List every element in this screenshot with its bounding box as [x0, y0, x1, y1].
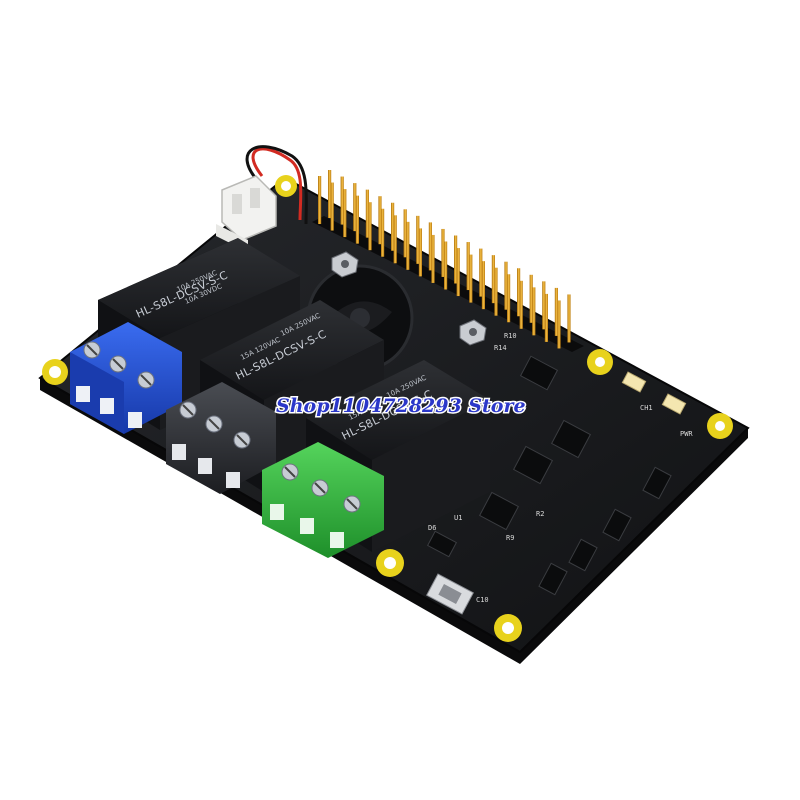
- status-leds: [621, 371, 687, 415]
- header-pin: [355, 195, 359, 244]
- silk-led-ch1: CH1: [640, 404, 653, 412]
- terminal-block-green: [262, 442, 384, 558]
- terminal-block-blue: [70, 322, 182, 434]
- silkscreen-labels: D6 C10 U1 R14 R10 R9 R2 CH1 PWR: [428, 332, 693, 604]
- header-pin: [481, 261, 485, 310]
- header-pin: [416, 215, 420, 264]
- relay-3: HL-S8L-DCSV-S-C 15A 120VAC 10A 250VAC: [306, 360, 490, 552]
- header-pin: [444, 241, 448, 290]
- header-pin: [406, 221, 410, 270]
- header-pin: [491, 255, 495, 304]
- silk-d6: D6: [428, 524, 436, 532]
- mount-hole-left-inner: [49, 366, 61, 378]
- header-pin: [557, 300, 561, 349]
- silk-u1: U1: [454, 514, 462, 522]
- terminal-block-black: [166, 382, 276, 494]
- header-pin: [456, 248, 460, 297]
- header-pin: [441, 228, 445, 277]
- header-pin: [504, 261, 508, 310]
- silk-led-pwr: PWR: [680, 430, 693, 438]
- header-pin: [532, 287, 536, 336]
- header-pin: [340, 176, 344, 225]
- header-pin: [353, 183, 357, 232]
- header-pin: [554, 287, 558, 336]
- header-pin: [479, 248, 483, 297]
- store-watermark: Shop1104728293 Store: [276, 395, 526, 417]
- header-pin: [418, 228, 422, 277]
- header-pin: [469, 254, 473, 303]
- header-pin: [378, 196, 382, 245]
- header-pin: [494, 267, 498, 316]
- header-pin: [454, 235, 458, 284]
- header-pin: [517, 268, 521, 317]
- mount-hole-bottom-inner: [384, 557, 396, 569]
- header-pin: [328, 170, 332, 218]
- mount-hole-far-right-inner: [715, 421, 725, 431]
- mount-hole-top-inner: [281, 181, 291, 191]
- header-pin: [542, 281, 546, 330]
- header-pin: [507, 274, 511, 323]
- header-pin: [318, 176, 322, 224]
- header-pin: [381, 208, 385, 257]
- header-pin: [365, 189, 369, 238]
- header-pin: [567, 294, 571, 343]
- silk-c10: C10: [476, 596, 489, 604]
- mount-hole-right-inner: [595, 357, 605, 367]
- header-pin: [519, 280, 523, 329]
- header-pin: [431, 234, 435, 283]
- header-pin: [428, 222, 432, 271]
- silk-r14: R14: [494, 344, 507, 352]
- header-pin: [330, 182, 334, 231]
- header-pin: [403, 209, 407, 258]
- crystal-oscillator: [426, 573, 474, 615]
- header-pin: [466, 242, 470, 291]
- header-pin: [343, 189, 347, 238]
- mounting-holes: [42, 175, 733, 642]
- mount-hole-bottom-right-inner: [502, 622, 514, 634]
- header-pin: [391, 202, 395, 251]
- silk-r2: R2: [536, 510, 544, 518]
- header-base: [312, 216, 584, 352]
- header-pin: [393, 215, 397, 264]
- standoffs: [331, 251, 487, 346]
- header-pin: [529, 274, 533, 323]
- header-pin: [544, 293, 548, 342]
- smd-components: [426, 355, 672, 596]
- header-pin: [368, 202, 372, 251]
- silk-r9: R9: [506, 534, 514, 542]
- silk-r10: R10: [504, 332, 517, 340]
- gpio-header-pins: [312, 170, 584, 352]
